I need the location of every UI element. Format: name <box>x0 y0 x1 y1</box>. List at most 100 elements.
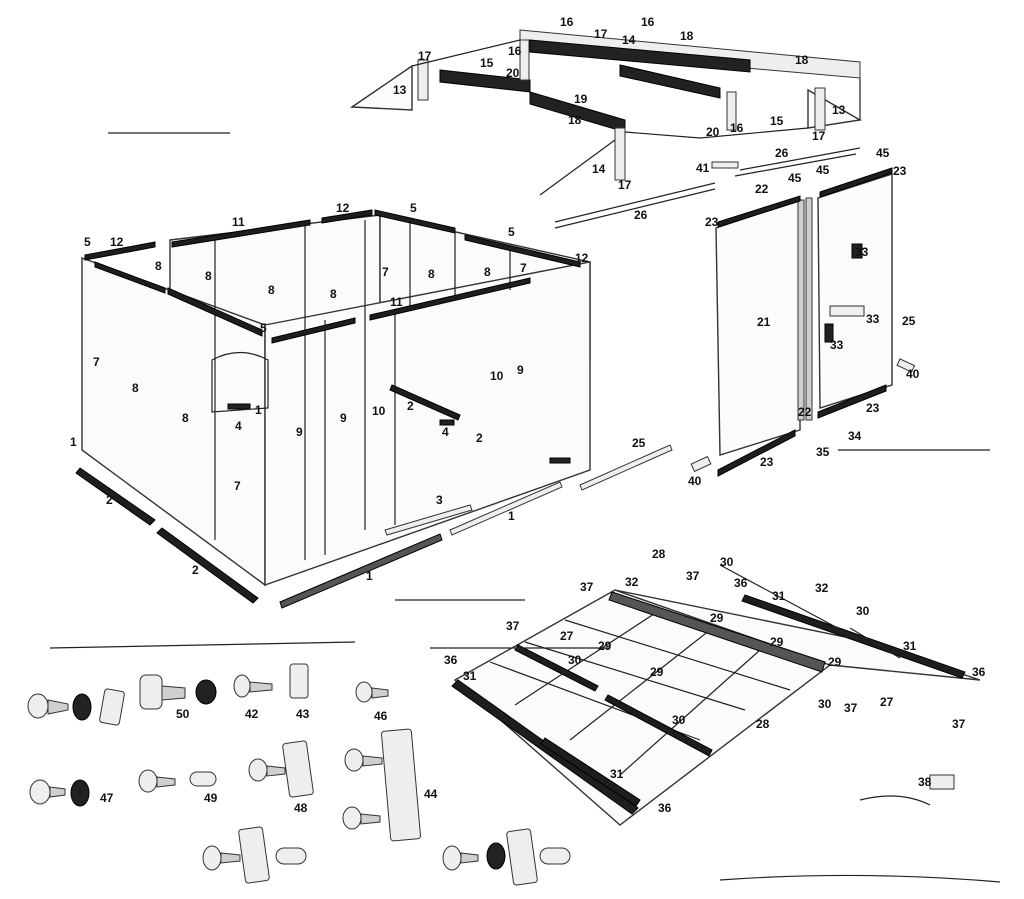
label-7: 7 <box>382 265 389 279</box>
label-31: 31 <box>903 639 917 653</box>
label-33: 33 <box>866 312 880 326</box>
label-2: 2 <box>476 431 483 445</box>
label-43: 43 <box>296 707 310 721</box>
label-21: 21 <box>757 315 771 329</box>
label-25: 25 <box>632 436 646 450</box>
label-18: 18 <box>568 113 582 127</box>
bracket-mid <box>549 457 571 464</box>
door-edge-22b <box>805 197 813 421</box>
label-36: 36 <box>444 653 458 667</box>
strut-26-b <box>554 182 716 223</box>
label-29: 29 <box>828 655 842 669</box>
label-30: 30 <box>720 555 734 569</box>
side-channel-right <box>619 64 721 99</box>
label-19: 19 <box>574 92 588 106</box>
rail-1-front <box>279 533 443 609</box>
label-16: 16 <box>560 15 574 29</box>
fastener-48 <box>248 740 314 798</box>
rail-31-b <box>540 737 641 807</box>
label-30: 30 <box>672 713 686 727</box>
post-17-right <box>814 87 826 131</box>
screw-46 <box>355 681 389 703</box>
roof-frame-assembly <box>349 29 863 229</box>
rail-2-mid <box>389 384 461 421</box>
door-rail-23-bottom-right <box>817 384 887 419</box>
door-edge-22a <box>797 199 805 421</box>
label-17: 17 <box>618 178 632 192</box>
label-38: 38 <box>918 775 932 789</box>
label-9: 9 <box>296 425 303 439</box>
label-20: 20 <box>506 66 520 80</box>
label-37: 37 <box>506 619 520 633</box>
label-12: 12 <box>336 201 350 215</box>
label-36: 36 <box>734 576 748 590</box>
handle-33-c <box>824 323 834 343</box>
rail-11-back <box>171 219 311 248</box>
label-15: 15 <box>480 56 494 70</box>
label-8: 8 <box>268 283 275 297</box>
door-rail-23-bottom-left <box>717 429 796 477</box>
stop-40-right <box>896 358 916 373</box>
label-37: 37 <box>686 569 700 583</box>
label-8: 8 <box>205 269 212 283</box>
post-17-front <box>614 127 626 181</box>
label-31: 31 <box>463 669 477 683</box>
label-29: 29 <box>770 635 784 649</box>
label-8: 8 <box>182 411 189 425</box>
label-41: 41 <box>696 161 710 175</box>
label-15: 15 <box>770 114 784 128</box>
label-49: 49 <box>204 791 218 805</box>
callout-labels: 16 17 14 16 18 18 16 17 15 20 13 19 18 1… <box>70 15 986 815</box>
label-8: 8 <box>132 381 139 395</box>
label-12: 12 <box>110 235 124 249</box>
post-16-left <box>519 39 530 81</box>
label-45: 45 <box>876 146 890 160</box>
label-12: 12 <box>575 251 589 265</box>
label-37: 37 <box>844 701 858 715</box>
label-9: 9 <box>340 411 347 425</box>
strut-26-a <box>739 147 861 171</box>
label-36: 36 <box>658 801 672 815</box>
label-47: 47 <box>100 791 114 805</box>
rail-11-front <box>369 277 531 321</box>
rail-2-left <box>75 467 156 526</box>
rail-3 <box>384 504 473 536</box>
rail-12-left <box>84 241 156 261</box>
handle-33-b <box>829 305 865 317</box>
label-45: 45 <box>816 163 830 177</box>
fastener-49 <box>138 769 217 793</box>
handle-33-a <box>851 243 863 259</box>
front-wall <box>264 261 591 586</box>
rail-5-back <box>374 209 456 234</box>
fastener-set-bottom-1 <box>202 826 307 884</box>
gable-13-left <box>349 64 413 111</box>
label-23: 23 <box>893 164 907 178</box>
end-cap-38 <box>929 774 955 790</box>
label-37: 37 <box>952 717 966 731</box>
roof-panel-assembly <box>395 564 981 826</box>
label-2: 2 <box>407 399 414 413</box>
label-8: 8 <box>428 267 435 281</box>
label-1: 1 <box>508 509 515 523</box>
ridge-cap-32 <box>608 591 826 673</box>
label-27: 27 <box>880 695 894 709</box>
fastener-set-1 <box>27 688 125 726</box>
label-22: 22 <box>798 405 812 419</box>
label-10: 10 <box>372 404 386 418</box>
stop-40-left <box>690 455 712 473</box>
label-32: 32 <box>815 581 829 595</box>
label-8: 8 <box>330 287 337 301</box>
label-37: 37 <box>580 580 594 594</box>
wall-assembly <box>75 132 673 609</box>
label-7: 7 <box>520 261 527 275</box>
label-36: 36 <box>972 665 986 679</box>
label-29: 29 <box>650 665 664 679</box>
label-30: 30 <box>568 653 582 667</box>
label-11: 11 <box>390 295 403 309</box>
label-34: 34 <box>848 429 862 443</box>
wall-opening <box>211 351 269 413</box>
label-17: 17 <box>812 129 826 143</box>
label-25: 25 <box>902 314 916 328</box>
bolt-50 <box>139 674 217 710</box>
label-1: 1 <box>366 569 373 583</box>
